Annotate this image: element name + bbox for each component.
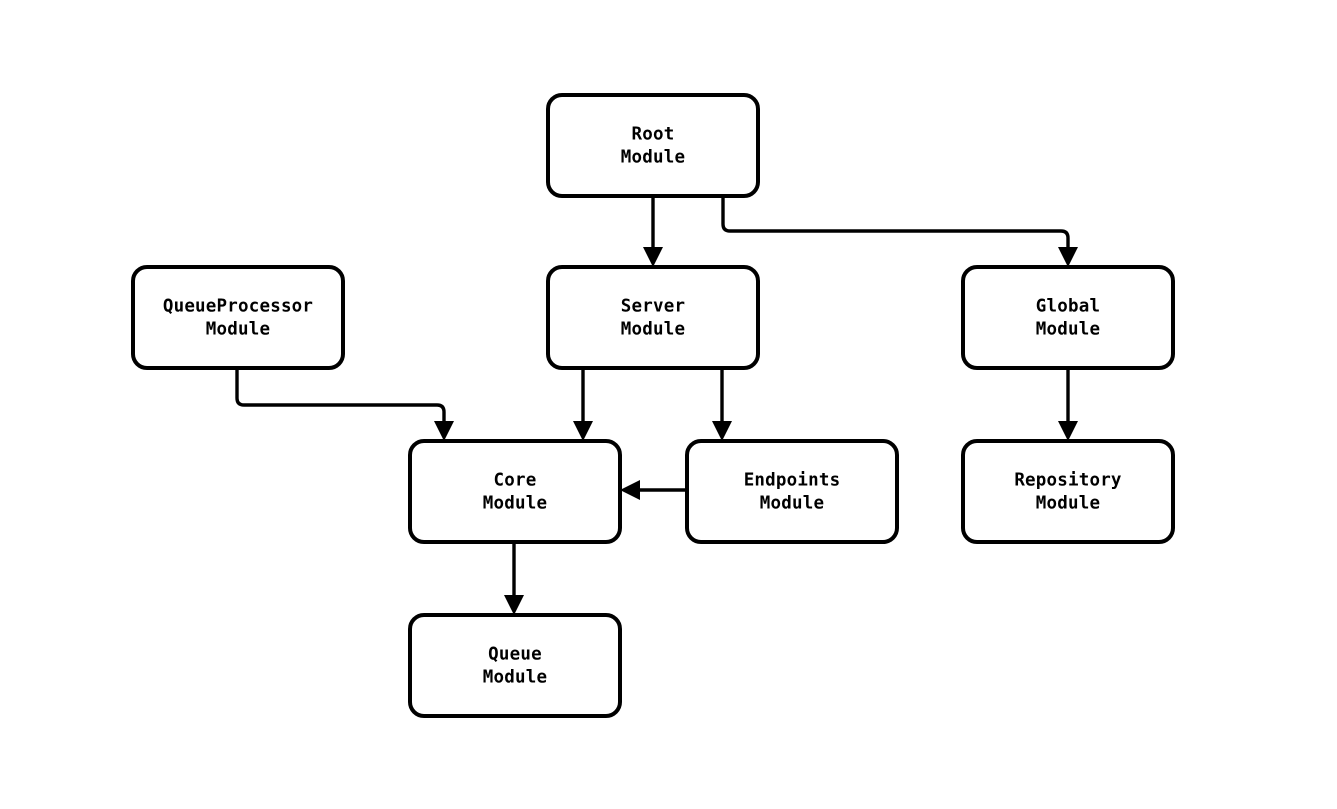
edge-queueprocessor-to-core	[235, 368, 454, 441]
arrowhead-icon	[434, 421, 454, 441]
arrowhead-icon	[1058, 247, 1078, 267]
edge-server-to-endpoints	[712, 368, 732, 441]
arrowhead-icon	[620, 480, 640, 500]
node-label-line2: Module	[1036, 320, 1100, 340]
arrowhead-icon	[1058, 421, 1078, 441]
node-label-line1: Endpoints	[744, 471, 841, 491]
edge-server-to-core	[573, 368, 593, 441]
node-label-line1: QueueProcessor	[163, 297, 313, 317]
node-box[interactable]	[685, 439, 899, 544]
edge-root-to-server	[643, 196, 663, 267]
node-box[interactable]	[131, 265, 345, 370]
node-box[interactable]	[546, 93, 760, 198]
node-box[interactable]	[961, 439, 1175, 544]
node-label-line1: Global	[1036, 297, 1100, 317]
node-label-line2: Module	[483, 494, 547, 514]
node-box[interactable]	[961, 265, 1175, 370]
node-layer: RootModuleQueueProcessorModuleServerModu…	[131, 93, 1175, 718]
arrowhead-icon	[573, 421, 593, 441]
node-label-line2: Module	[1036, 494, 1100, 514]
node-box[interactable]	[408, 439, 622, 544]
edge-global-to-repository	[1058, 368, 1078, 441]
edge-root-to-global	[721, 196, 1078, 267]
node-label-line2: Module	[206, 320, 270, 340]
arrowhead-icon	[712, 421, 732, 441]
arrowhead-icon	[504, 595, 524, 615]
node-label-line2: Module	[483, 668, 547, 688]
node-box[interactable]	[408, 613, 622, 718]
node-label-line2: Module	[760, 494, 824, 514]
edge-layer	[235, 196, 1078, 615]
edge-core-to-queue	[504, 542, 524, 615]
node-label-line2: Module	[621, 320, 685, 340]
node-label-line1: Queue	[488, 645, 542, 665]
node-label-line1: Core	[494, 471, 537, 491]
edge-line	[235, 368, 446, 432]
node-label-line1: Root	[632, 125, 675, 145]
node-label-line1: Repository	[1014, 471, 1122, 491]
arrowhead-icon	[643, 247, 663, 267]
edge-endpoints-to-core	[620, 480, 687, 500]
edge-line	[721, 196, 1070, 258]
node-box[interactable]	[546, 265, 760, 370]
node-label-line1: Server	[621, 297, 685, 317]
node-label-line2: Module	[621, 148, 685, 168]
